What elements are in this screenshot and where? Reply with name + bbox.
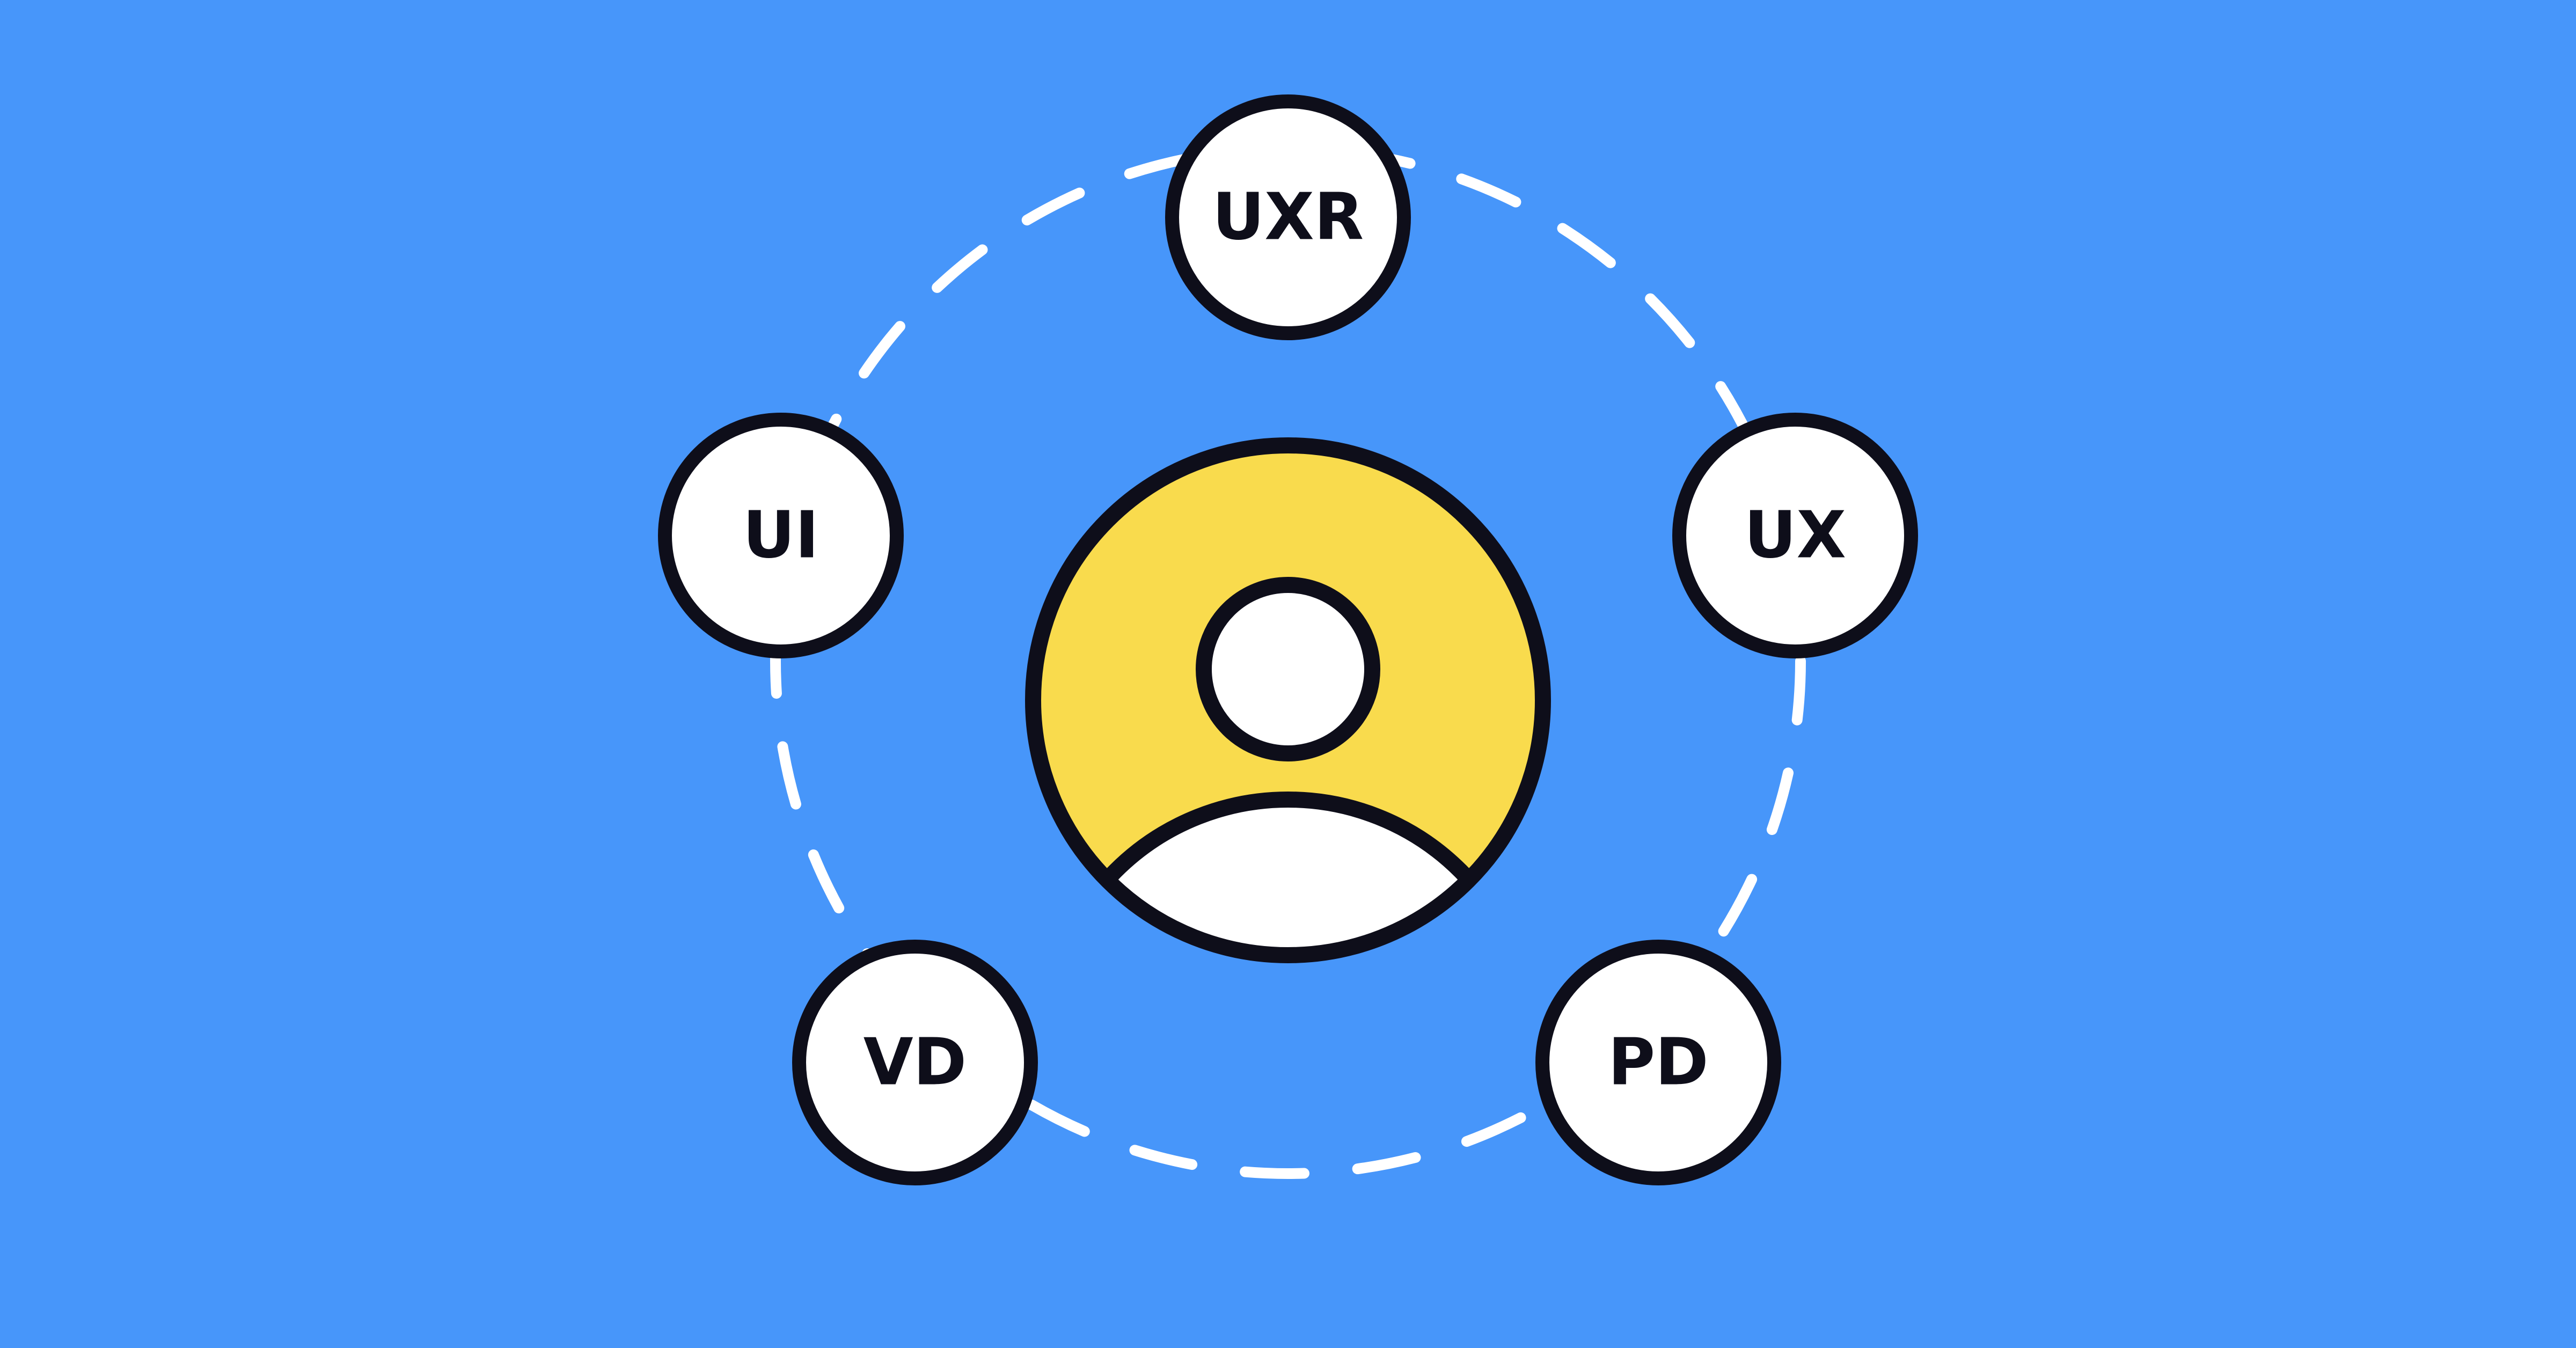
node-label: VD [863,1025,967,1100]
user-avatar-icon [1025,437,1551,963]
node-label: UX [1744,499,1846,573]
node-vd: VD [792,940,1038,1185]
node-circle [792,940,1038,1185]
node-uxr: UXR [1165,94,1411,340]
node-ui: UI [658,413,904,658]
node-ux: UX [1672,413,1918,658]
node-circle [658,413,904,658]
node-label: PD [1608,1025,1709,1100]
node-pd: PD [1535,940,1781,1185]
avatar-body [1038,792,1538,950]
node-label: UI [743,499,819,573]
avatar-head [1196,577,1380,761]
avatar-outline [1025,437,1551,963]
node-label: UXR [1212,180,1364,255]
node-circle [1535,940,1781,1185]
node-circle [1672,413,1918,658]
node-circle [1165,94,1411,340]
